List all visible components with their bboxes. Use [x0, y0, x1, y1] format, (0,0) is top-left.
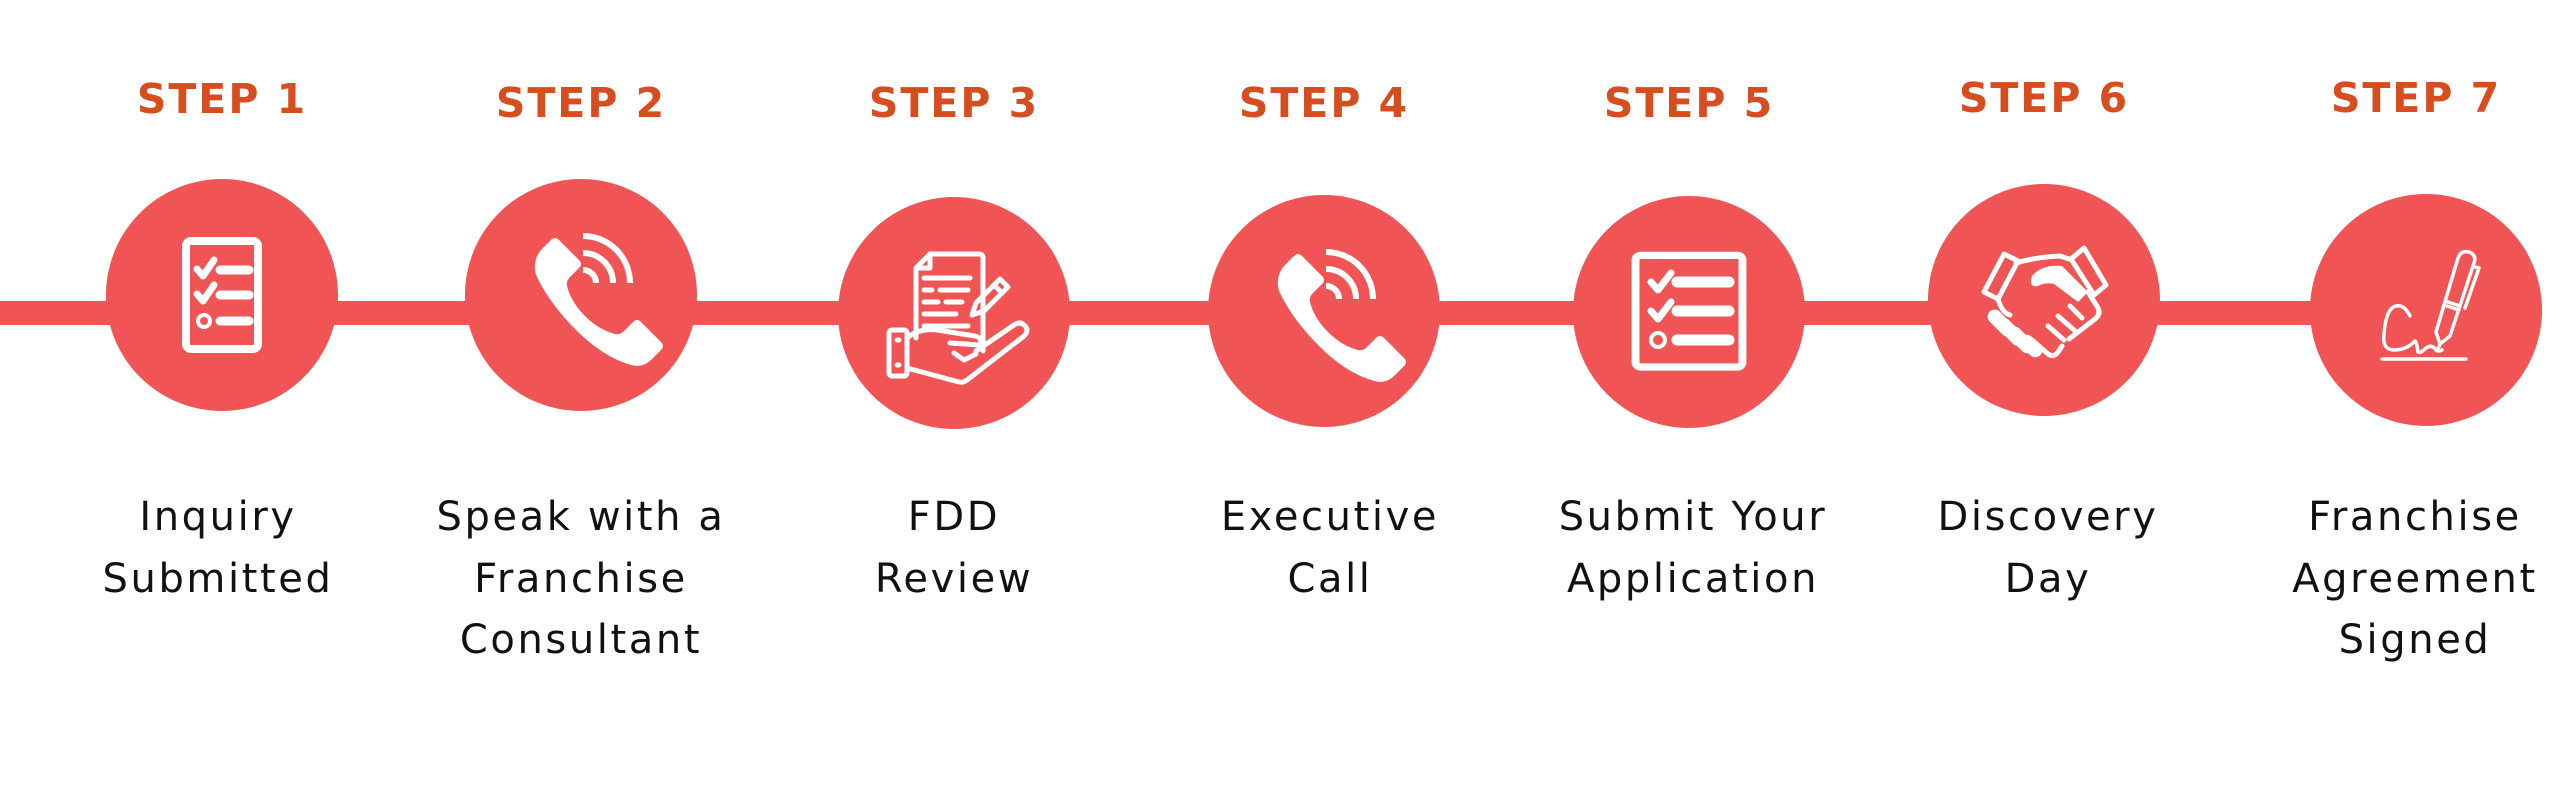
step-label: Discovery Day: [1848, 487, 2248, 610]
step-title: STEP 4: [1238, 79, 1410, 127]
step-title: STEP 5: [1603, 79, 1775, 127]
step-label-line: FDD: [907, 494, 1001, 540]
step-label: Franchise Agreement Signed: [2215, 487, 2560, 672]
step-label-line: Application: [1566, 555, 1820, 602]
step-label-line: Inquiry: [139, 494, 297, 540]
step-title: STEP 7: [2330, 74, 2502, 122]
step-label-line: Review: [874, 555, 1034, 602]
step-label-line: Signed: [2338, 617, 2492, 663]
step-circle: [106, 179, 338, 411]
step-circle: [1573, 196, 1805, 428]
step-label-line: Franchise: [2308, 494, 2522, 540]
step-label-line: Submit Your: [1558, 494, 1828, 540]
step-circle: [1208, 195, 1440, 427]
step-label-line: Consultant: [459, 617, 703, 663]
step-label-line: Executive: [1220, 494, 1440, 540]
step-label: Inquiry Submitted: [18, 487, 418, 610]
step-title: STEP 6: [1958, 74, 2130, 122]
signature-pen-icon: [2380, 249, 2481, 361]
step-label-line: Call: [1287, 555, 1373, 602]
document-in-hand-icon: [886, 251, 1030, 385]
step-label: Executive Call: [1130, 487, 1530, 610]
step-title: STEP 1: [136, 75, 308, 123]
step-circle: [465, 179, 697, 411]
phone-call-icon: [1277, 249, 1406, 382]
phone-call-icon: [534, 233, 663, 366]
step-label-line: Speak with a: [436, 494, 726, 540]
step-label: Submit Your Application: [1493, 487, 1893, 610]
step-label-line: Franchise: [474, 555, 688, 602]
step-label-line: Day: [2004, 555, 2092, 602]
step-title: STEP 2: [495, 79, 667, 127]
step-title: STEP 3: [868, 79, 1040, 127]
handshake-icon: [1981, 245, 2109, 359]
step-label-line: Agreement: [2292, 555, 2538, 602]
checklist-icon: [182, 237, 262, 353]
step-label-line: Discovery: [1937, 494, 2159, 540]
step-label-line: Submitted: [102, 555, 334, 602]
step-label: FDD Review: [754, 487, 1154, 610]
step-label: Speak with a Franchise Consultant: [381, 487, 781, 672]
step-circle: [838, 197, 1070, 429]
step-circle: [1928, 184, 2160, 416]
step-circle: [2310, 194, 2542, 426]
checklist-icon: [1631, 251, 1747, 371]
